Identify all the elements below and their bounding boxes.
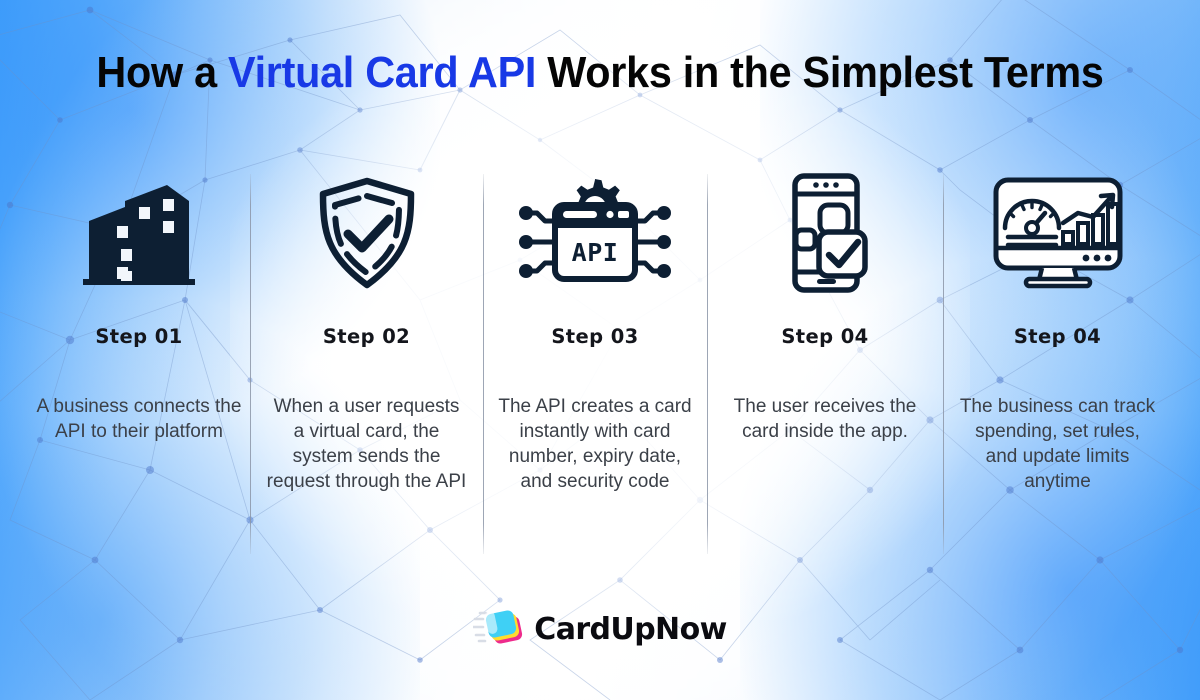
step-column-3: API (483, 160, 707, 560)
monitor-analytics-icon (990, 168, 1126, 298)
column-divider (943, 174, 945, 554)
smartphone-card-check-icon (779, 168, 871, 298)
column-divider (707, 174, 709, 554)
step-label: Step 04 (1013, 325, 1102, 348)
step-label: Step 04 (781, 325, 869, 348)
column-divider (250, 174, 252, 554)
svg-text:API: API (572, 238, 619, 267)
step-label: Step 01 (95, 325, 183, 348)
step-description: The user receives the card inside the ap… (733, 396, 917, 442)
step-column-1: Step 01 A business connects the API to t… (28, 160, 250, 560)
step-column-5: Step 04 The business can track spending,… (943, 160, 1172, 560)
brand-name: CardUpNow (534, 612, 727, 647)
office-building-icon (81, 168, 197, 298)
shield-check-icon (315, 168, 419, 298)
step-description: The business can track spending, set rul… (959, 396, 1156, 492)
title-after: Works in the Simplest Terms (536, 48, 1104, 97)
step-column-2: Step 02 When a user requests a virtual c… (250, 160, 483, 560)
step-description: A business connects the API to their pla… (36, 396, 242, 442)
step-label: Step 02 (322, 325, 411, 348)
step-column-4: Step 04 The user receives the card insid… (707, 160, 943, 560)
brand-logo[interactable]: CardUpNow (0, 607, 1200, 652)
steps-row: Step 01 A business connects the API to t… (28, 160, 1172, 560)
page-title: How a Virtual Card API Works in the Simp… (36, 48, 1164, 98)
column-divider (483, 174, 485, 554)
api-gear-circuit-icon: API (517, 168, 673, 298)
title-highlight: Virtual Card API (228, 48, 537, 97)
stacked-cards-logo-icon (471, 607, 525, 652)
title-before: How a (96, 48, 229, 97)
step-description: When a user requests a virtual card, the… (266, 396, 467, 492)
step-description: The API creates a card instantly with ca… (498, 396, 692, 492)
step-label: Step 03 (551, 325, 639, 348)
